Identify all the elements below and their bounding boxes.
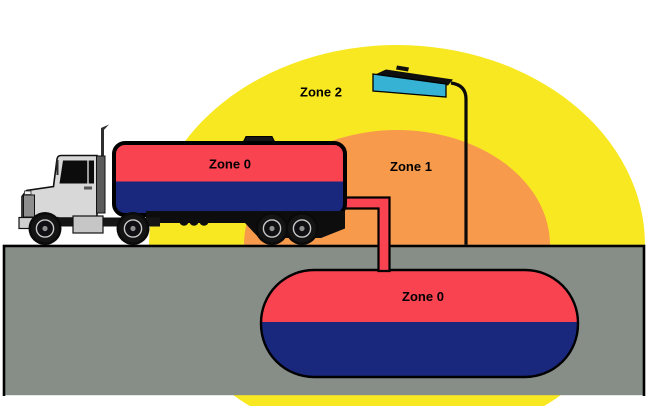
cab-grille xyxy=(23,194,35,218)
trailer-wheel xyxy=(284,211,320,246)
door-handle xyxy=(84,186,92,190)
exhaust-tip xyxy=(101,124,109,133)
lamp-housing xyxy=(374,69,453,86)
chassis-fitting xyxy=(189,217,199,226)
zone2-label: Zone 2 xyxy=(300,85,342,100)
underground-storage-tank xyxy=(259,268,580,379)
cab-window xyxy=(59,160,94,184)
tanker-liquid xyxy=(114,181,345,215)
tanker-vapor-space xyxy=(114,143,345,182)
tank-vapor-space xyxy=(261,270,578,322)
front-wheel xyxy=(27,211,63,246)
cab-step-box xyxy=(72,215,104,234)
lamp-pole xyxy=(450,81,468,246)
chassis-fitting xyxy=(199,217,209,226)
drive-wheel xyxy=(115,211,151,246)
tanker-zone0-label: Zone 0 xyxy=(209,157,251,172)
lamp-bracket xyxy=(396,65,409,72)
truck-frame xyxy=(56,217,160,227)
tank-outline xyxy=(259,268,580,379)
exhaust-stack xyxy=(96,155,106,214)
tanker-truck xyxy=(18,124,347,246)
tank-liquid xyxy=(261,322,578,377)
lamp-fixture xyxy=(372,73,447,98)
truck-cab xyxy=(18,124,109,234)
exhaust-pipe xyxy=(101,129,104,158)
zone1-label: Zone 1 xyxy=(390,159,432,174)
chassis-fitting xyxy=(179,217,189,226)
ground-outline xyxy=(2,244,646,396)
trailer-wheel xyxy=(254,211,290,246)
headlight xyxy=(24,190,32,195)
street-light xyxy=(372,65,468,246)
underground-zone0-label: Zone 0 xyxy=(402,289,444,304)
